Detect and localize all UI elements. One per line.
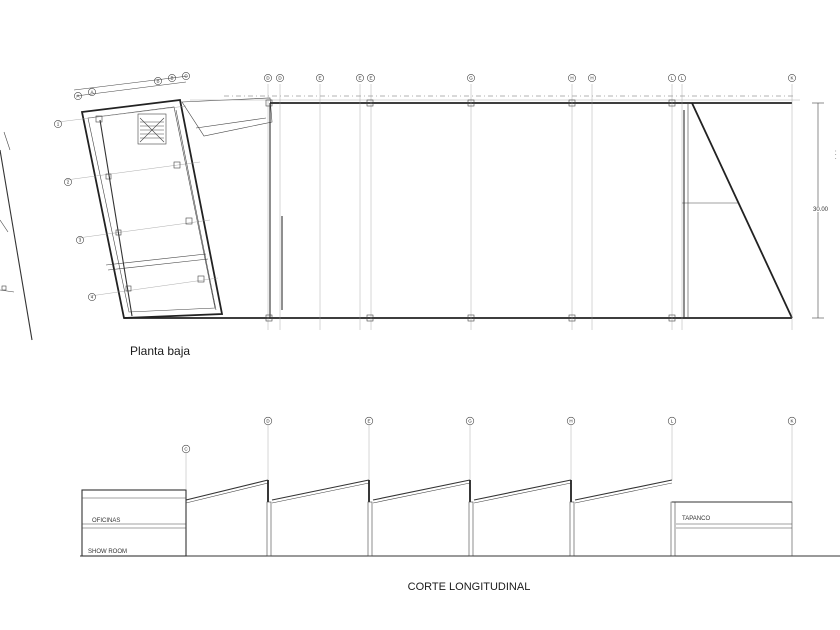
svg-text:H: H (570, 76, 573, 81)
section-columns (266, 501, 676, 557)
axis-bubble: B (154, 77, 162, 85)
axis-bubble: H (588, 74, 596, 82)
axis-bubble: L (668, 74, 676, 82)
axis-bubble: G (465, 416, 475, 426)
axis-bubble: 3 (76, 236, 84, 244)
axis-bubble: E (316, 74, 324, 82)
label-tapanco: TAPANCO (682, 516, 710, 522)
svg-text:E: E (367, 419, 370, 424)
svg-text:D: D (266, 419, 270, 424)
axis-bubble: D (263, 416, 273, 426)
svg-text:2: 2 (67, 180, 70, 185)
axis-bubble: 2 (64, 178, 72, 186)
svg-text:30.00: 30.00 (813, 207, 829, 213)
axis-bubble: H (566, 416, 576, 426)
plan-wing-side-axis-bubbles: 1 2 3 4 (54, 120, 96, 301)
axis-bubble: A (88, 88, 96, 96)
svg-text:E: E (369, 76, 372, 81)
axis-bubble: C (182, 72, 190, 80)
warehouse-plan: 30.00 · · · (124, 84, 838, 330)
svg-text:B: B (170, 76, 173, 81)
axis-bubble: D (276, 74, 284, 82)
office-wing (57, 75, 273, 319)
axis-bubble: B (168, 74, 176, 82)
svg-text:G: G (469, 76, 473, 81)
svg-text:K: K (790, 76, 793, 81)
longitudinal-section: OFICINAS SHOW ROOM (80, 416, 840, 593)
svg-text:E: E (318, 76, 321, 81)
floor-plan: 30.00 · · · D D E E E (54, 72, 838, 358)
svg-text:C: C (184, 74, 188, 79)
svg-text:H: H (590, 76, 593, 81)
axis-bubble: K (788, 74, 796, 82)
svg-text:C: C (184, 447, 188, 452)
axis-bubble: E (364, 416, 374, 426)
axis-bubble: H (568, 74, 576, 82)
axis-bubble: A (74, 92, 82, 100)
label-showroom: SHOW ROOM (88, 549, 127, 555)
axis-bubble: L (678, 74, 686, 82)
axis-bubble: E (367, 74, 375, 82)
svg-text:A: A (90, 90, 93, 95)
svg-text:3: 3 (79, 238, 82, 243)
label-oficinas: OFICINAS (92, 518, 120, 524)
plan-wing-top-axis-bubbles: A A B B C (74, 72, 190, 100)
axis-bubble: K (787, 416, 797, 426)
tapanco-block: TAPANCO (672, 501, 793, 556)
svg-text:D: D (278, 76, 282, 81)
svg-text:K: K (790, 419, 793, 424)
left-edge-fragment (0, 131, 33, 341)
axis-bubble: D (264, 74, 272, 82)
svg-text:L: L (681, 76, 684, 81)
axis-bubble: L (667, 416, 677, 426)
plan-top-axis-bubbles: D D E E E G H (264, 74, 796, 82)
svg-text:E: E (358, 76, 361, 81)
axis-bubble: E (356, 74, 364, 82)
svg-text:D: D (266, 76, 270, 81)
svg-text:4: 4 (91, 295, 94, 300)
svg-text:B: B (156, 79, 159, 84)
svg-text:· · ·: · · · (832, 150, 838, 159)
svg-text:A: A (76, 94, 79, 99)
section-axis-bubbles: C D E G H L K (181, 416, 797, 454)
svg-text:L: L (671, 419, 674, 424)
axis-bubble: 4 (88, 293, 96, 301)
svg-text:1: 1 (57, 122, 60, 127)
plan-title: Planta baja (130, 344, 190, 358)
axis-bubble: C (181, 444, 191, 454)
axis-bubble: G (467, 74, 475, 82)
axis-bubble: 1 (54, 120, 62, 128)
svg-text:G: G (468, 419, 472, 424)
section-title: CORTE LONGITUDINAL (408, 581, 531, 593)
svg-text:L: L (671, 76, 674, 81)
sawtooth-roof (185, 479, 673, 504)
section-axis-lines (185, 425, 793, 502)
office-block: OFICINAS SHOW ROOM (81, 489, 187, 557)
svg-text:H: H (569, 419, 572, 424)
